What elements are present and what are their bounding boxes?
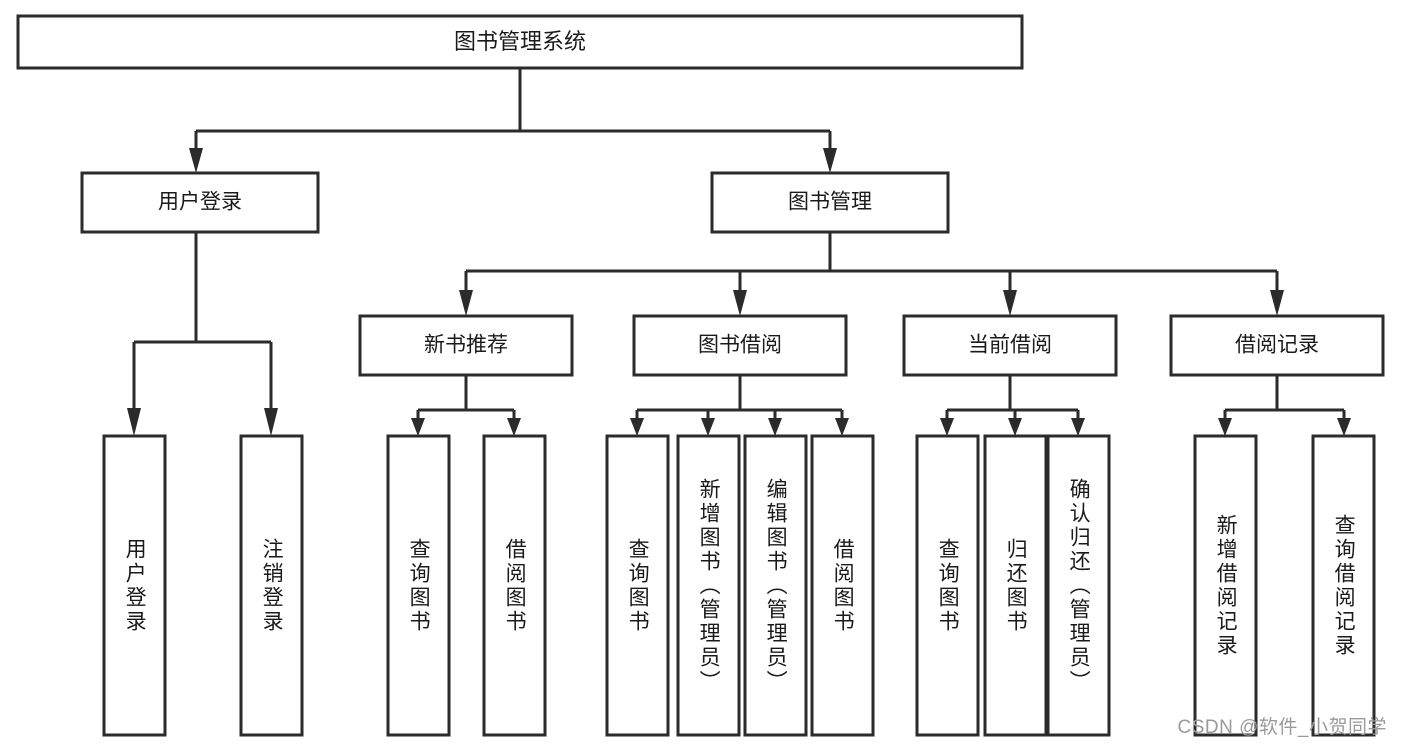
leaf-label-wrap: 借阅图书 <box>831 537 855 634</box>
new-book-recommend-box[interactable] <box>358 314 574 377</box>
leaf-new-book-borrow[interactable]: 借阅图书 <box>482 434 547 737</box>
node-borrow-record[interactable]: 借阅记录 <box>1169 314 1385 377</box>
leaf-box[interactable] <box>102 434 167 737</box>
book-management-label: 图书管理 <box>788 191 872 214</box>
leaf-label-wrap: 查询图书 <box>936 537 960 634</box>
leaf-label-wrap: 编辑图书（管理员） <box>764 477 788 694</box>
arrow-head-book-borrow <box>733 290 747 316</box>
leaf-box[interactable] <box>1311 434 1376 737</box>
leaf-label: 借阅图书 <box>503 537 527 634</box>
leaf-book-borrow-add[interactable]: 新增图书（管理员） <box>676 434 741 737</box>
leaf-label-wrap: 用户登录 <box>123 537 147 634</box>
leaf-box[interactable] <box>386 434 451 737</box>
leaf-box[interactable] <box>1046 434 1111 737</box>
arrow-head-book-borrow-leaf2 <box>701 418 715 436</box>
book-management-box[interactable] <box>710 171 950 234</box>
leaf-label-wrap: 新增借阅记录 <box>1214 513 1238 658</box>
leaf-label-wrap: 借阅图书 <box>503 537 527 634</box>
arrow-head-book-borrow-leaf3 <box>768 418 782 436</box>
arrow-head-borrow-record <box>1270 290 1284 316</box>
leaf-current-borrow-confirm[interactable]: 确认归还（管理员） <box>1046 434 1111 737</box>
leaf-borrow-record-query[interactable]: 查询借阅记录 <box>1311 434 1376 737</box>
borrow-record-label: 借阅记录 <box>1235 334 1319 357</box>
arrow-head-current-borrow-leaf2 <box>1008 418 1022 436</box>
leaf-label-wrap: 注销登录 <box>260 537 284 634</box>
leaf-box[interactable] <box>1193 434 1258 737</box>
arrow-head-borrow-record-leaf1 <box>1218 418 1232 436</box>
leaf-box[interactable] <box>482 434 547 737</box>
leaf-label: 查询借阅记录 <box>1332 513 1356 658</box>
leaf-book-borrow-borrow[interactable]: 借阅图书 <box>810 434 875 737</box>
leaf-label: 查询图书 <box>936 537 960 634</box>
root-label: 图书管理系统 <box>454 29 586 54</box>
arrow-head-current-borrow-leaf1 <box>940 418 954 436</box>
arrow-head-new-book-leaf1 <box>411 418 425 436</box>
leaf-label-wrap: 查询图书 <box>407 537 431 634</box>
leaf-label-wrap: 归还图书 <box>1004 537 1028 634</box>
arrow-head-current-borrow <box>1003 290 1017 316</box>
node-current-borrow[interactable]: 当前借阅 <box>902 314 1118 377</box>
leaf-box[interactable] <box>743 434 808 737</box>
leaf-book-borrow-query[interactable]: 查询图书 <box>605 434 670 737</box>
leaf-label: 新增图书（管理员） <box>697 477 721 694</box>
leaf-label-wrap: 查询图书 <box>626 537 650 634</box>
user-login-label: 用户登录 <box>158 191 242 214</box>
new-book-recommend-label: 新书推荐 <box>424 334 508 357</box>
current-borrow-box[interactable] <box>902 314 1118 377</box>
leaf-box[interactable] <box>810 434 875 737</box>
leaf-user-login-logout[interactable]: 注销登录 <box>239 434 304 737</box>
leaf-borrow-record-add[interactable]: 新增借阅记录 <box>1193 434 1258 737</box>
user-login-box[interactable] <box>80 171 320 234</box>
leaf-box[interactable] <box>983 434 1048 737</box>
borrow-record-box[interactable] <box>1169 314 1385 377</box>
leaf-box[interactable] <box>605 434 670 737</box>
leaf-label-wrap: 查询借阅记录 <box>1332 513 1356 658</box>
node-root-book-management-system[interactable]: 图书管理系统 <box>16 14 1024 70</box>
arrow-head-borrow-record-leaf2 <box>1337 418 1351 436</box>
book-borrow-box[interactable] <box>632 314 848 377</box>
leaf-book-borrow-edit[interactable]: 编辑图书（管理员） <box>743 434 808 737</box>
arrow-head-book-borrow-leaf4 <box>835 418 849 436</box>
leaf-new-book-query[interactable]: 查询图书 <box>386 434 451 737</box>
node-book-management[interactable]: 图书管理 <box>710 171 950 234</box>
arrow-head-new-book <box>459 290 473 316</box>
leaf-label: 注销登录 <box>260 537 284 634</box>
leaf-label: 确认归还（管理员） <box>1067 477 1091 694</box>
arrow-head-user-login <box>189 148 203 173</box>
leaf-current-borrow-query[interactable]: 查询图书 <box>915 434 980 737</box>
leaf-user-login-login[interactable]: 用户登录 <box>102 434 167 737</box>
leaf-label: 新增借阅记录 <box>1214 513 1238 658</box>
arrow-head-book-borrow-leaf1 <box>630 418 644 436</box>
root-box[interactable] <box>16 14 1024 70</box>
current-borrow-label: 当前借阅 <box>968 334 1052 357</box>
leaf-label: 归还图书 <box>1004 537 1028 634</box>
leaf-label: 借阅图书 <box>831 537 855 634</box>
node-new-book-recommend[interactable]: 新书推荐 <box>358 314 574 377</box>
connector-layer <box>127 68 1351 436</box>
arrow-head-current-borrow-leaf3 <box>1071 418 1085 436</box>
leaf-box[interactable] <box>239 434 304 737</box>
leaf-box[interactable] <box>915 434 980 737</box>
leaf-label: 用户登录 <box>123 537 147 634</box>
leaf-label-wrap: 确认归还（管理员） <box>1067 477 1091 694</box>
leaf-box[interactable] <box>676 434 741 737</box>
leaf-current-borrow-return[interactable]: 归还图书 <box>983 434 1048 737</box>
arrow-head-new-book-leaf2 <box>507 418 521 436</box>
leaf-label: 查询图书 <box>407 537 431 634</box>
arrow-head-user-login-leaf2 <box>264 408 278 436</box>
arrow-head-user-login-leaf1 <box>127 408 141 436</box>
leaf-label: 编辑图书（管理员） <box>764 477 788 694</box>
book-borrow-label: 图书借阅 <box>698 334 782 357</box>
node-user-login[interactable]: 用户登录 <box>80 171 320 234</box>
node-book-borrow[interactable]: 图书借阅 <box>632 314 848 377</box>
leaf-label: 查询图书 <box>626 537 650 634</box>
leaf-label-wrap: 新增图书（管理员） <box>697 477 721 694</box>
arrow-head-book-mgmt <box>823 148 837 173</box>
